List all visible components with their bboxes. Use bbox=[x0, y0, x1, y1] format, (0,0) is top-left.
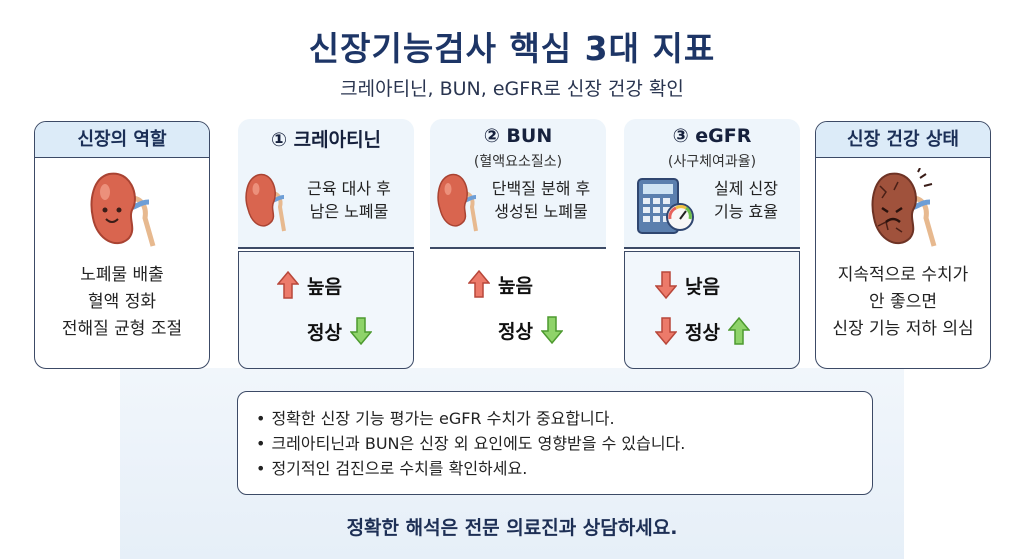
bun-card: ② BUN (혈액요소질소) 단백질 분해 후 생성된 노폐물 bbox=[430, 119, 606, 249]
kidney-health-line: 안 좋으면 bbox=[869, 292, 937, 312]
kidney-health-heading: 신장 건강 상태 bbox=[816, 122, 990, 158]
sick-kidney-icon bbox=[871, 168, 937, 247]
kidney-role-line: 혈액 정화 bbox=[88, 292, 156, 312]
bun-desc-line: 단백질 분해 후 bbox=[491, 179, 591, 198]
egfr-card: ③ eGFR (사구체여과율) 실제 신장 기능 효율 bbox=[624, 119, 800, 249]
bun-normal-label: 정상 bbox=[498, 320, 533, 343]
egfr-normal-label: 정상 bbox=[685, 321, 720, 344]
bun-subtitle: (혈액요소질소) bbox=[473, 154, 563, 170]
egfr-range-box: 낮음 정상 bbox=[624, 251, 800, 369]
notes-box: 정확한 신장 기능 평가는 eGFR 수치가 중요합니다. 크레아티닌과 BUN… bbox=[237, 391, 873, 495]
arrow-down-icon bbox=[655, 317, 677, 346]
bun-desc-line: 생성된 노폐물 bbox=[494, 202, 588, 221]
egfr-desc-line: 기능 효율 bbox=[714, 202, 778, 221]
creatinine-desc-line: 남은 노폐물 bbox=[309, 202, 389, 221]
creatinine-high-label: 높음 bbox=[307, 275, 342, 298]
kidney-role-line: 전해질 균형 조절 bbox=[61, 319, 183, 339]
arrow-up-icon bbox=[468, 269, 490, 298]
kidney-icon bbox=[90, 172, 156, 247]
creatinine-card: ① 크레아티닌 근육 대사 후 남은 노폐물 bbox=[238, 119, 414, 249]
kidney-role-line: 노폐물 배출 bbox=[80, 265, 164, 285]
egfr-low-label: 낮음 bbox=[685, 275, 720, 298]
kidney-health-line: 지속적으로 수치가 bbox=[837, 265, 969, 285]
page-title: 신장기능검사 핵심 3대 지표 bbox=[308, 29, 716, 68]
kidney-health-card: 신장 건강 상태 지속적으로 수치가 안 좋으면 신장 기능 저하 의심 bbox=[815, 121, 991, 369]
egfr-desc-line: 실제 신장 bbox=[714, 179, 778, 198]
creatinine-desc-line: 근육 대사 후 bbox=[307, 179, 391, 198]
arrow-down-icon bbox=[349, 317, 372, 346]
arrow-up-icon bbox=[277, 270, 299, 299]
page-subtitle: 크레아티닌, BUN, eGFR로 신장 건강 확인 bbox=[340, 78, 684, 100]
calculator-gauge-icon bbox=[637, 178, 694, 234]
footer-advice: 정확한 해석은 전문 의료진과 상담하세요. bbox=[346, 517, 678, 539]
creatinine-range-box: 높음 정상 bbox=[238, 251, 414, 369]
kidney-role-card: 신장의 역할 노폐물 배출 혈액 정화 전해질 균형 조절 bbox=[34, 121, 210, 369]
bun-title: ② BUN bbox=[483, 125, 553, 147]
arrow-down-icon bbox=[655, 271, 677, 300]
arrow-up-icon bbox=[727, 316, 750, 345]
note-item: 크레아티닌과 BUN은 신장 외 요인에도 영향받을 수 있습니다. bbox=[256, 431, 685, 456]
notes-list: 정확한 신장 기능 평가는 eGFR 수치가 중요합니다. 크레아티닌과 BUN… bbox=[256, 406, 685, 481]
bun-range-box: 높음 정상 bbox=[430, 251, 606, 369]
arrow-down-icon bbox=[540, 316, 563, 345]
note-item: 정기적인 검진으로 수치를 확인하세요. bbox=[256, 456, 685, 481]
kidney-icon bbox=[437, 173, 478, 232]
creatinine-title: ① 크레아티닌 bbox=[270, 129, 382, 151]
egfr-subtitle: (사구체여과율) bbox=[667, 154, 757, 170]
kidney-role-heading: 신장의 역할 bbox=[35, 122, 209, 158]
note-item: 정확한 신장 기능 평가는 eGFR 수치가 중요합니다. bbox=[256, 406, 685, 431]
kidney-health-line: 신장 기능 저하 의심 bbox=[832, 319, 974, 339]
egfr-title: ③ eGFR bbox=[672, 125, 752, 147]
kidney-icon bbox=[245, 173, 286, 232]
bun-high-label: 높음 bbox=[498, 274, 533, 297]
creatinine-normal-label: 정상 bbox=[307, 321, 342, 344]
